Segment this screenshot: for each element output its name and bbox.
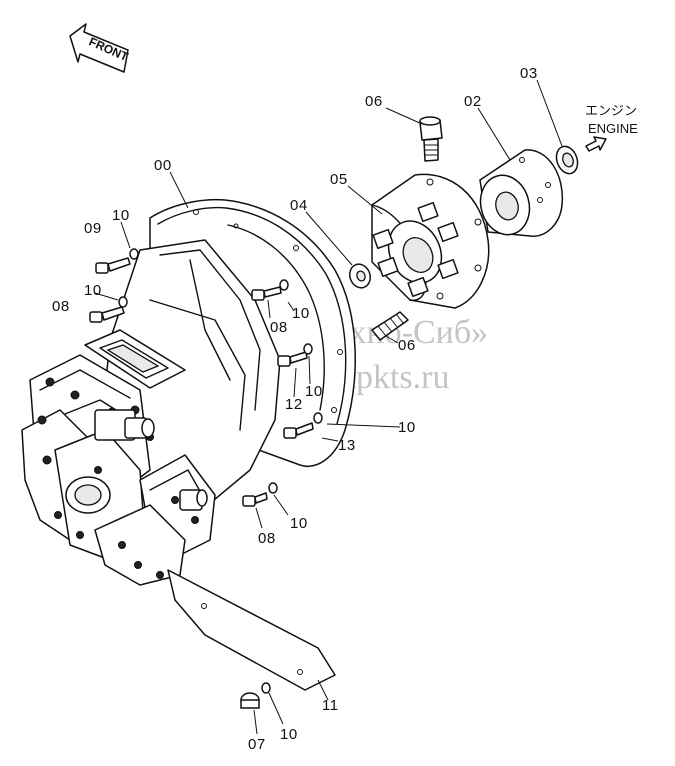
label-02: 02	[464, 93, 482, 110]
engine-en-label: ENGINE	[588, 121, 638, 136]
label-04: 04	[290, 197, 308, 214]
label-10-e: 10	[398, 419, 416, 436]
label-09: 09	[84, 220, 102, 237]
label-10-b: 10	[84, 282, 102, 299]
label-10-c: 10	[292, 305, 310, 322]
bolt-13	[283, 412, 323, 439]
spring-pin-mid	[371, 311, 409, 341]
label-03: 03	[520, 65, 538, 82]
cover-plate	[167, 569, 336, 691]
engine-jp-label: エンジン	[585, 103, 637, 118]
bolt-08-b	[251, 279, 289, 301]
bolt-09	[95, 248, 139, 274]
socket-bolt-top	[419, 116, 443, 162]
coupling-flange	[371, 173, 490, 309]
bolt-08-a	[89, 296, 128, 323]
bolt-12	[277, 343, 313, 367]
front-arrow: FRONT	[69, 23, 131, 73]
label-05: 05	[330, 171, 348, 188]
label-13: 13	[338, 437, 356, 454]
part-labels: 00 02 03 04 05 06 06 07 08 08 08 09 10 1…	[52, 65, 538, 753]
label-08-b: 08	[270, 319, 288, 336]
bolt-08-c	[242, 482, 278, 507]
label-10-f: 10	[290, 515, 308, 532]
plug-07	[240, 682, 271, 709]
label-08-c: 08	[258, 530, 276, 547]
label-00: 00	[154, 157, 172, 174]
washer-04	[348, 263, 372, 289]
label-07: 07	[248, 736, 266, 753]
label-06-top: 06	[365, 93, 383, 110]
engine-arrow-icon	[585, 136, 607, 152]
pump-housing	[21, 198, 356, 586]
oil-seal	[555, 145, 579, 175]
label-12: 12	[285, 396, 303, 413]
label-10-g: 10	[280, 726, 298, 743]
label-08-a: 08	[52, 298, 70, 315]
label-11: 11	[322, 697, 339, 714]
coupling-hub	[479, 149, 564, 237]
label-10-a: 10	[112, 207, 130, 224]
leader-lines	[94, 79, 563, 735]
label-06-mid: 06	[398, 337, 416, 354]
engine-direction: エンジン ENGINE	[585, 103, 638, 152]
label-10-d: 10	[305, 383, 323, 400]
